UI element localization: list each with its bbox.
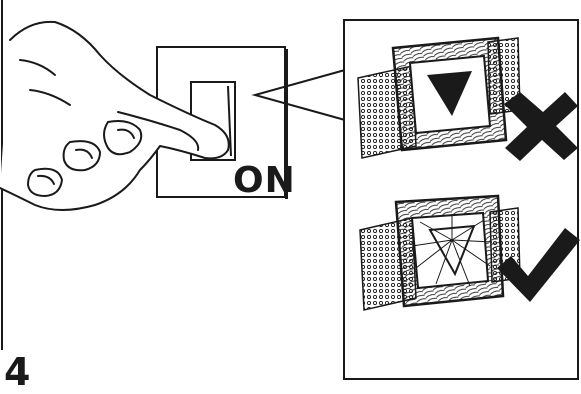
step-number: 4 — [4, 353, 30, 391]
finger-little — [28, 169, 62, 196]
switch-state-label: ON — [233, 163, 296, 199]
finger-ring — [64, 141, 100, 170]
